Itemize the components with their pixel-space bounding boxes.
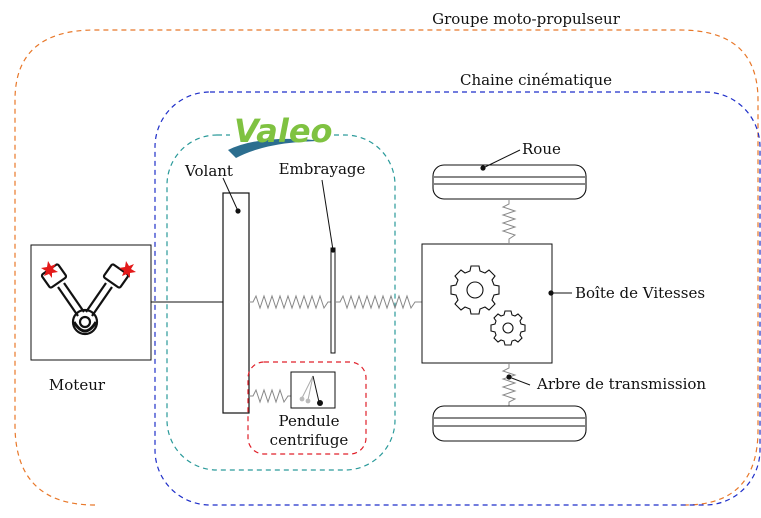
engine-pistons-icon (40, 263, 130, 336)
pendule-label-line2: centrifuge (270, 431, 349, 449)
chaine-boundary (154, 91, 761, 506)
spring-volant-embrayage (249, 294, 332, 310)
spring-volant-pendule (249, 388, 291, 404)
pendulum-icon (290, 371, 336, 409)
volant-label: Volant (184, 162, 233, 180)
embrayage-dot (330, 247, 336, 253)
embrayage-pointer (321, 179, 334, 251)
chaine-label: Chaine cinématique (460, 71, 612, 89)
moteur-box (30, 244, 152, 361)
moteur-label: Moteur (49, 376, 106, 394)
roue-label: Roue (522, 140, 561, 158)
boite-box (421, 243, 553, 364)
arbre-label: Arbre de transmission (536, 375, 706, 393)
gear-icon (450, 265, 526, 346)
groupe-boundary (14, 29, 759, 506)
volant-pointer (222, 177, 239, 212)
volant-dot (235, 208, 241, 214)
spark-icon (41, 261, 136, 278)
pendule-label-line1: Pendule (279, 412, 340, 430)
roue-pointer (482, 149, 521, 169)
boite-label: Boîte de Vitesses (575, 284, 705, 302)
wheel-top (432, 164, 587, 200)
arbre-pointer (508, 376, 531, 386)
spring-boite-roue (501, 363, 517, 406)
pendule-boundary (247, 361, 367, 455)
valeo-logo: Valeo (228, 112, 333, 158)
spring-roue-boite (501, 199, 517, 244)
volant-plate (222, 192, 250, 414)
logo-text: Valeo (234, 112, 333, 150)
groupe-label: Groupe moto-propulseur (432, 10, 621, 28)
embrayage-disc (330, 247, 336, 354)
embrayage-label: Embrayage (279, 160, 366, 178)
wheel-bottom (432, 405, 587, 442)
logo-swoosh (228, 138, 325, 158)
spring-embrayage-boite (335, 294, 422, 310)
